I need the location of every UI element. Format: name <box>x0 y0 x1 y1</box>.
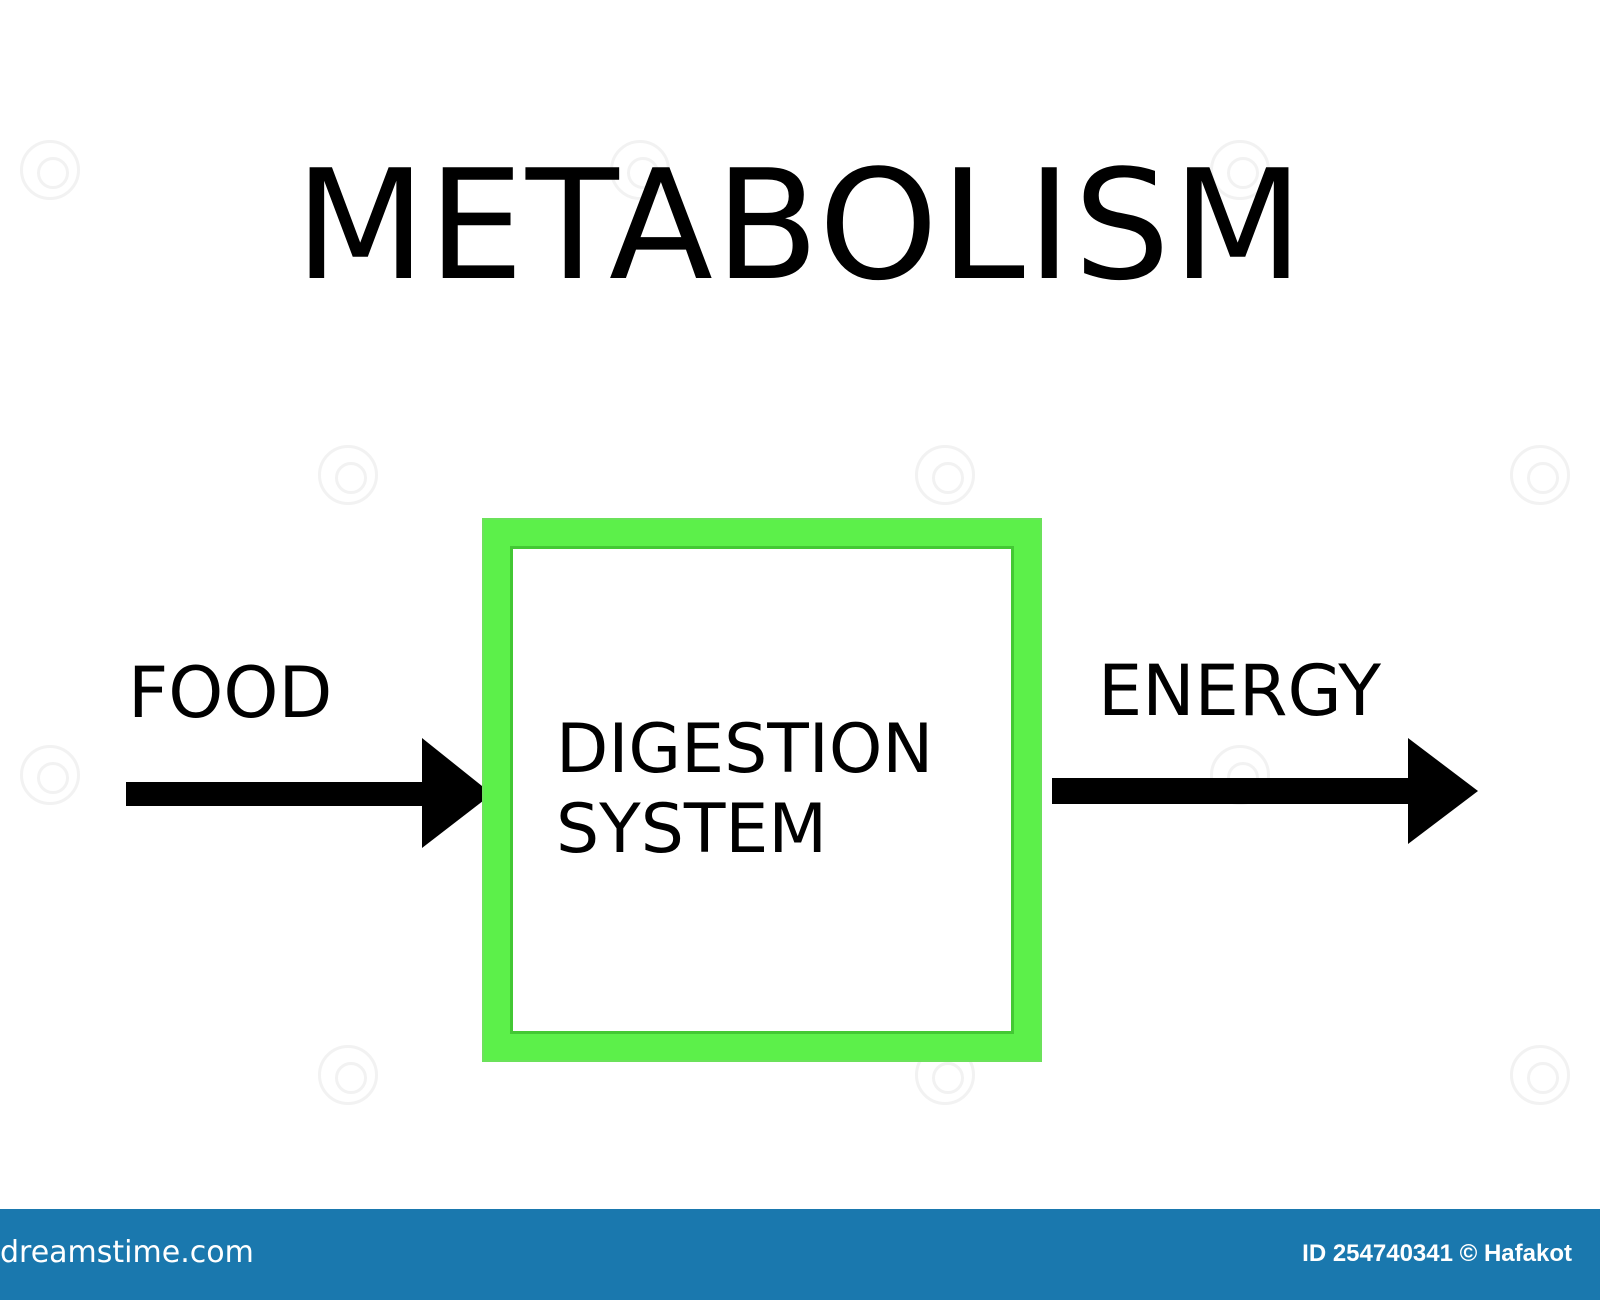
watermark-icon <box>915 445 975 505</box>
process-box-frame <box>484 520 1040 1060</box>
process-label: DIGESTION SYSTEM <box>556 710 933 870</box>
watermark-icon <box>1210 140 1270 200</box>
diagram-title: METABOLISM <box>294 137 1306 314</box>
footer-credit: ID 254740341 © Hafakot <box>1302 1240 1572 1267</box>
output-label: ENERGY <box>1098 650 1381 732</box>
watermark-icon <box>1510 1045 1570 1105</box>
watermark-icon <box>318 1045 378 1105</box>
process-label-line-1: DIGESTION <box>556 710 934 789</box>
input-label: FOOD <box>128 652 333 734</box>
watermark-icon <box>610 140 670 200</box>
watermark-icon <box>20 140 80 200</box>
watermark-icon <box>318 445 378 505</box>
process-box: DIGESTION SYSTEM <box>484 520 1040 1060</box>
arrow-right-icon <box>126 738 492 848</box>
footer-brand: dreamstime.com <box>0 1235 254 1270</box>
watermark-icon <box>20 745 80 805</box>
arrow-right-icon <box>1052 738 1478 844</box>
process-label-line-2: SYSTEM <box>556 790 828 869</box>
watermark-icon <box>1510 445 1570 505</box>
footer-bar: dreamstime.com ID 254740341 © Hafakot <box>0 1209 1600 1300</box>
